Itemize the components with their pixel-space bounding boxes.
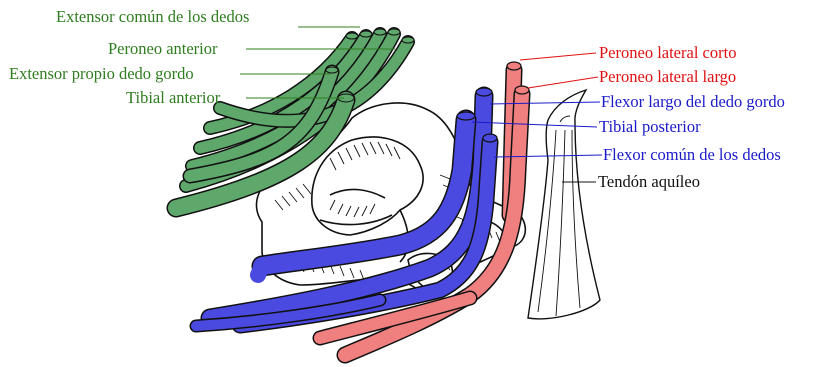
label-tibial-posterior: Tibial posterior (599, 117, 701, 136)
label-flexor-largo: Flexor largo del dedo gordo (601, 92, 785, 111)
label-extensor-propio: Extensor propio dedo gordo (9, 64, 194, 83)
label-tendon-aquileo: Tendón aquíleo (598, 172, 700, 191)
label-tibial-anterior: Tibial anterior (126, 88, 221, 107)
label-peroneo-anterior: Peroneo anterior (108, 39, 218, 58)
label-flexor-comun: Flexor común de los dedos (603, 145, 781, 164)
label-peroneo-lateral-corto: Peroneo lateral corto (599, 43, 736, 62)
label-extensor-comun: Extensor común de los dedos (56, 7, 249, 26)
label-peroneo-lateral-largo: Peroneo lateral largo (599, 67, 736, 86)
